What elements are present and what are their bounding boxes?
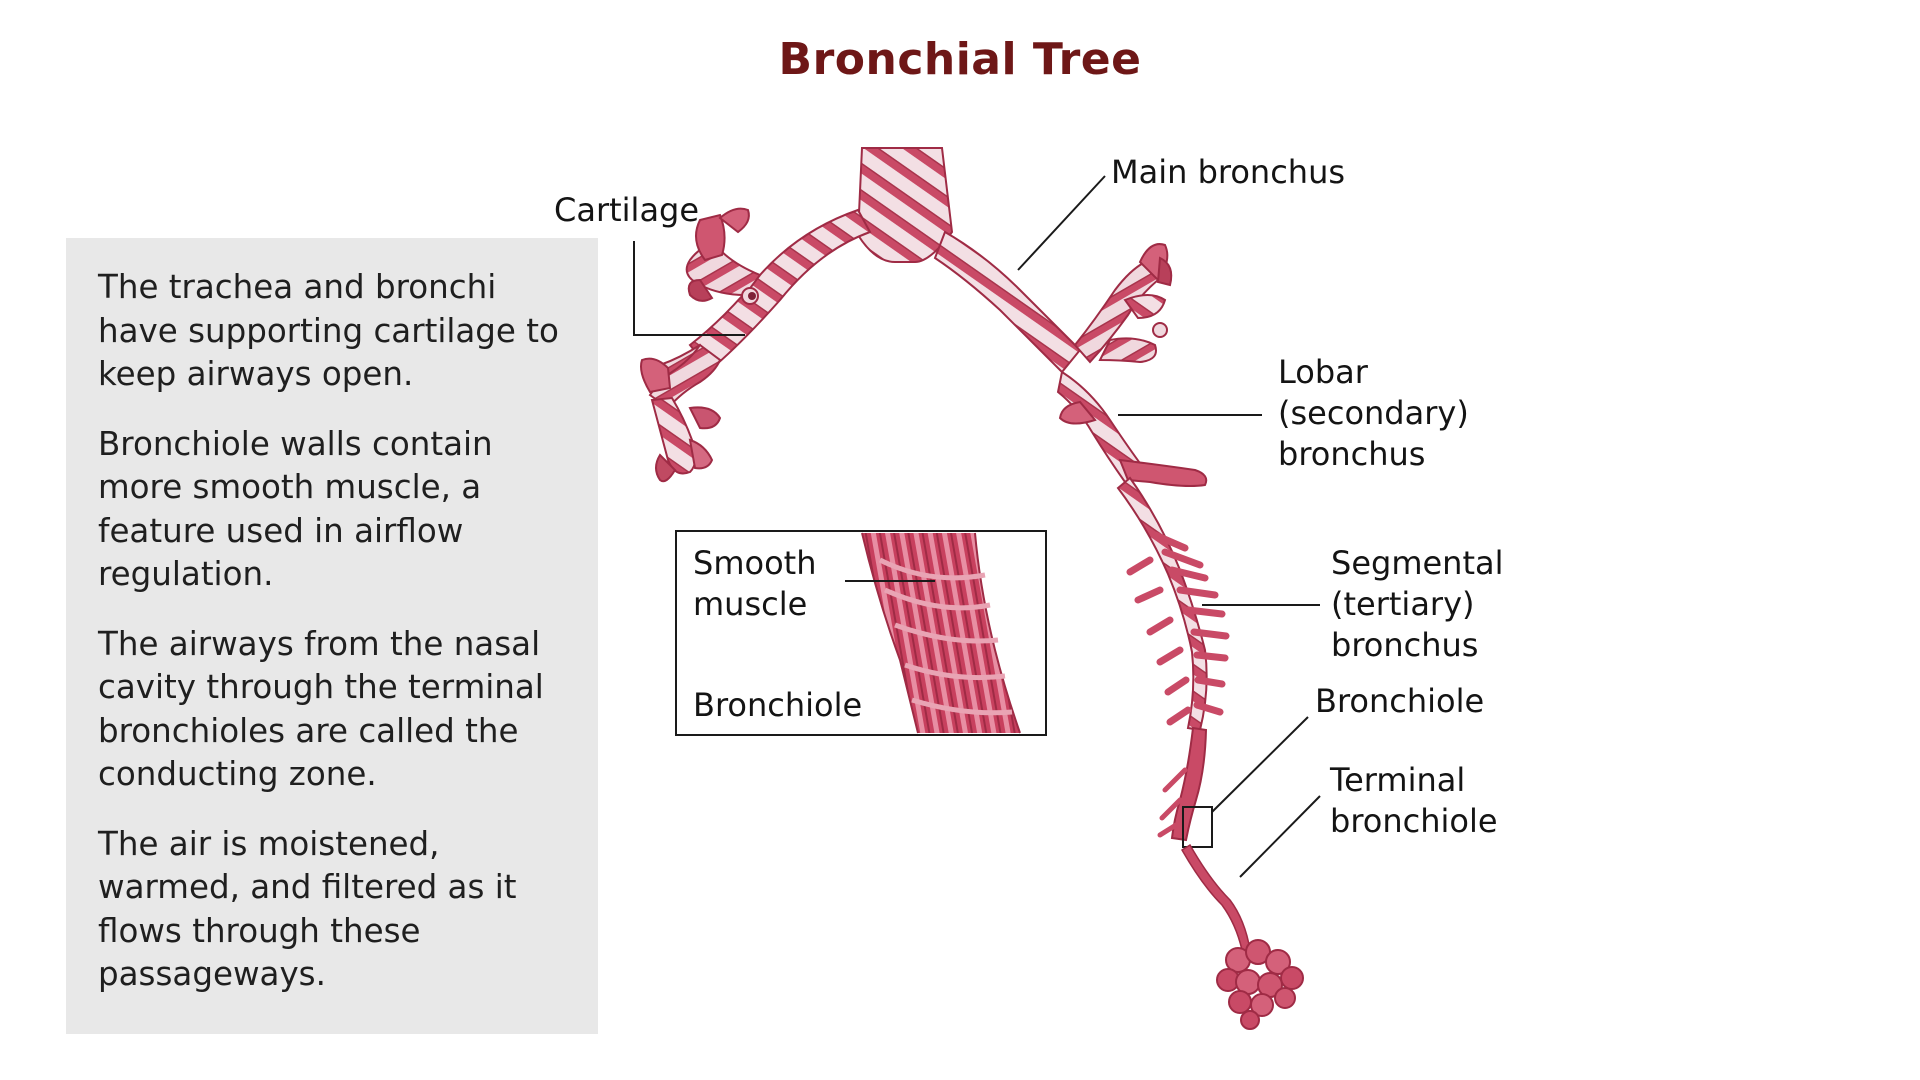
inset-smooth-line1: Smooth (693, 544, 817, 582)
right-main-bronchus (933, 230, 1082, 374)
terminal-bronchiole-shape (1180, 843, 1251, 951)
label-lobar-bronchus: Lobar (secondary) bronchus (1278, 352, 1469, 475)
trachea (856, 147, 954, 263)
label-lobar-line2: (secondary) (1278, 394, 1469, 432)
label-segmental-line3: bronchus (1331, 626, 1479, 664)
info-paragraph-conducting-zone: The airways from the nasal cavity throug… (98, 624, 544, 794)
label-terminal-line1: Terminal (1330, 761, 1466, 799)
left-upper-branches (685, 207, 762, 305)
info-paragraph-air-conditioning: The air is moistened, warmed, and filter… (98, 824, 517, 994)
segmental-bronchus-shape (1116, 476, 1230, 732)
bronchiole-highlight-box (1182, 806, 1213, 848)
bronchiole-leader-line (1211, 716, 1309, 813)
label-bronchiole: Bronchiole (1315, 682, 1485, 720)
bronchiole-shape (1157, 726, 1213, 848)
label-main-bronchus: Main bronchus (1111, 153, 1346, 191)
info-paragraph-cartilage: The trachea and bronchi have supporting … (98, 268, 559, 393)
label-terminal-bronchiole: Terminal bronchiole (1330, 760, 1498, 842)
diagram-title: Bronchial Tree (778, 34, 1142, 85)
right-upper-branches (1073, 243, 1173, 364)
left-lower-branches (640, 343, 722, 483)
label-terminal-line2: bronchiole (1330, 802, 1498, 840)
inset-smooth-line2: muscle (693, 585, 808, 623)
label-lobar-line3: bronchus (1278, 435, 1426, 473)
cartilage-leader-line (633, 241, 745, 336)
info-panel: The trachea and bronchi have supporting … (66, 238, 598, 1034)
alveolar-sacs (1216, 939, 1304, 1030)
info-paragraph-smooth-muscle: Bronchiole walls contain more smooth mus… (98, 424, 493, 594)
main-bronchus-leader-line (1017, 175, 1106, 271)
smooth-muscle-inset (675, 530, 1047, 736)
inset-label-bronchiole: Bronchiole (693, 686, 863, 724)
lobar-bronchus-shape (1056, 370, 1208, 487)
label-lobar-line1: Lobar (1278, 353, 1368, 391)
label-segmental-line2: (tertiary) (1331, 585, 1475, 623)
label-segmental-line1: Segmental (1331, 544, 1504, 582)
label-segmental-bronchus: Segmental (tertiary) bronchus (1331, 543, 1504, 666)
label-cartilage: Cartilage (554, 191, 700, 229)
terminal-bronchiole-leader-line (1239, 795, 1321, 878)
inset-label-smooth-muscle: Smooth muscle (693, 543, 816, 625)
